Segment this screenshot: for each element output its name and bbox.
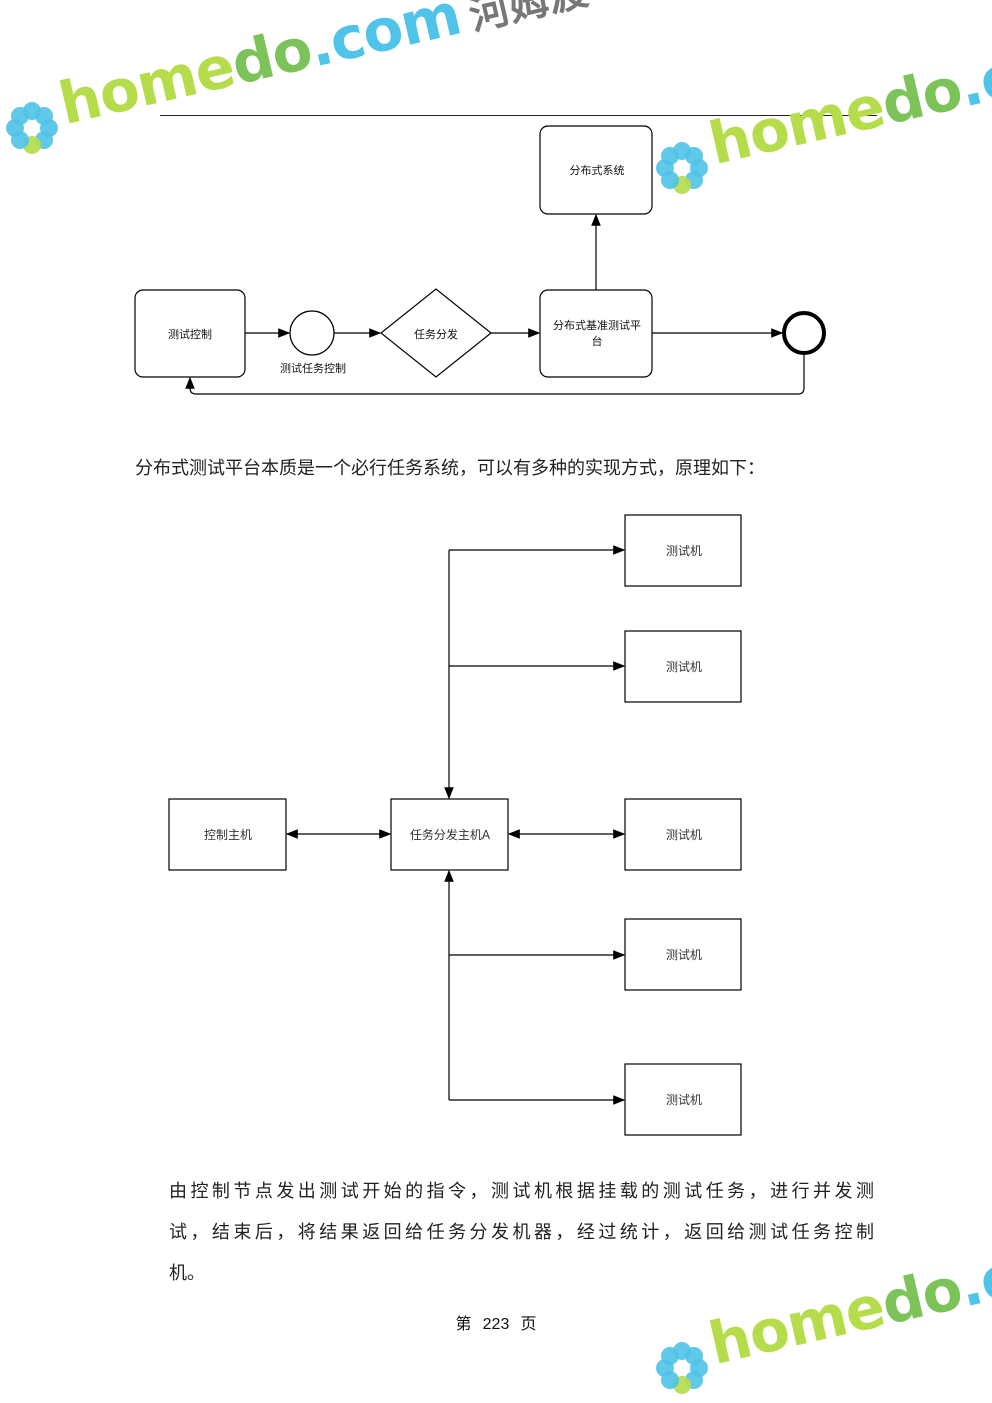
body-line: 由控制节点发出测试开始的指令，测试机根据挂载的测试任务，进行并发测 [169,1181,874,1202]
page-number-value: 223 [482,1316,510,1333]
flow-diagram [134,125,826,395]
start-event [289,310,335,356]
label-test-machine: 测试机 [666,543,702,558]
body-line: 机。 [169,1263,205,1284]
label-event: 测试任务控制 [280,361,346,375]
watermark-flower-icon [656,142,708,194]
intro-paragraph: 分布式测试平台本质是一个必行任务系统，可以有多种的实现方式，原理如下： [135,458,765,479]
label-platform-2: 台 [592,334,603,348]
page-suffix: 页 [520,1314,537,1333]
label-test-control: 测试控制 [168,327,212,341]
watermark-flower-icon [656,1342,708,1394]
label-test-machine: 测试机 [666,659,702,674]
label-system: 分布式系统 [570,164,625,177]
body-line: 试，结束后，将结果返回给任务分发机器，经过统计，返回给测试任务控制 [169,1222,874,1243]
page-prefix: 第 [455,1314,472,1333]
label-test-machine: 测试机 [666,827,702,842]
architecture-diagram [168,514,742,1136]
label-gateway: 任务分发 [414,327,458,341]
label-platform-1: 分布式基准测试平 [553,319,641,332]
label-test-machine: 测试机 [666,947,702,962]
header-rule [160,115,877,116]
end-event [782,311,826,355]
watermark-flower-icon [6,102,58,154]
node-platform [539,289,653,378]
label-control-host: 控制主机 [204,828,252,842]
label-test-machine: 测试机 [666,1092,702,1107]
label-dispatcher: 任务分发主机A [410,827,491,842]
page-number: 第 223 页 [0,1310,992,1334]
